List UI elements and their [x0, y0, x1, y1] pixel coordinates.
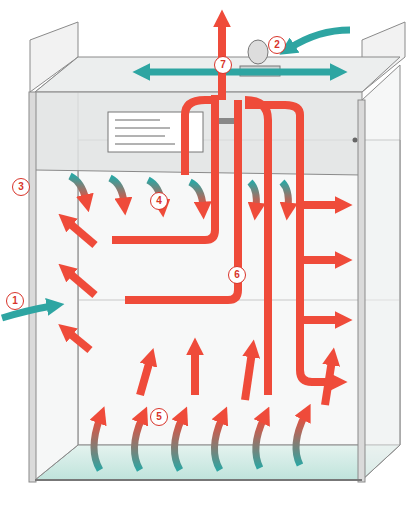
callout-number: 1	[6, 292, 24, 310]
callout-number: 6	[228, 266, 246, 284]
callout-number: 7	[214, 56, 232, 74]
callout-number: 3	[12, 178, 30, 196]
callout-number: 5	[150, 408, 168, 426]
callout-number: 2	[268, 36, 286, 54]
callout-number: 4	[150, 192, 168, 210]
